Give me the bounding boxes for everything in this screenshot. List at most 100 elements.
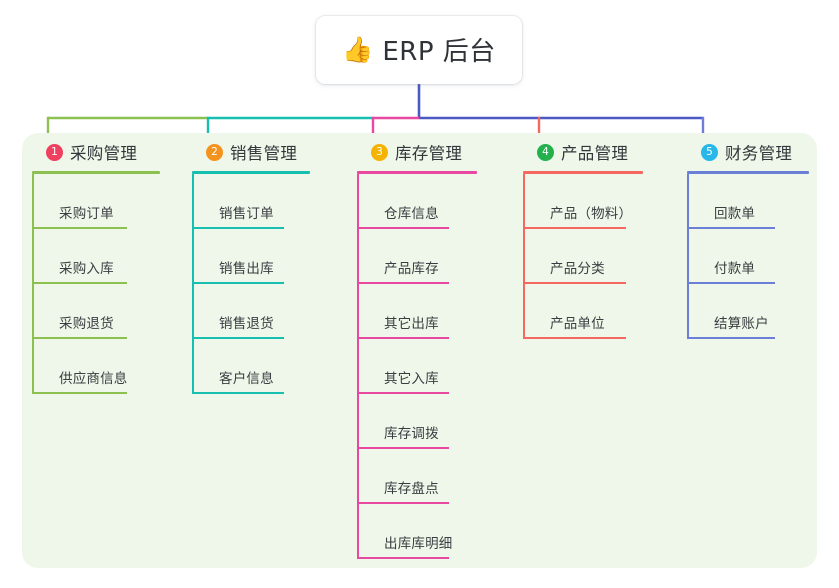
branch-item[interactable]: 回款单 [687,174,835,229]
branch-item[interactable]: 结算账户 [687,284,835,339]
branch-items: 仓库信息产品库存其它出库其它入库库存调拨库存盘点出库库明细 [357,173,515,559]
branch-item-underline [357,556,449,559]
branch-item-underline [687,226,775,229]
branch-underline [192,171,310,174]
branch-item-label: 出库库明细 [384,535,453,552]
branch-item[interactable]: 仓库信息 [357,174,515,229]
branch-item[interactable]: 采购入库 [32,229,180,284]
branch-header-3[interactable]: 3 库存管理 [355,133,515,171]
branch-item-underline [32,391,127,394]
branch-item-label: 库存盘点 [384,480,439,497]
branch-item[interactable]: 销售退货 [192,284,345,339]
branch-items: 销售订单销售出库销售退货客户信息 [192,173,345,394]
branch-item[interactable]: 销售出库 [192,229,345,284]
branch-item-label: 产品库存 [384,260,439,277]
branch-item-underline [523,281,626,284]
branch-item[interactable]: 库存调拨 [357,394,515,449]
branch-item-underline [357,501,449,504]
branch-item-underline [357,446,449,449]
branch-item-underline [357,281,449,284]
branch-item-underline [357,226,449,229]
branch-column-5: 5 财务管理回款单付款单结算账户 [685,133,835,339]
branches-panel [22,133,817,568]
branch-items: 产品（物料） 产品分类产品单位 [523,173,681,339]
branch-item[interactable]: 供应商信息 [32,339,180,394]
branch-item-underline [192,336,284,339]
root-node-card[interactable]: 👍 ERP 后台 [316,16,522,84]
branch-spine [523,173,525,339]
branch-spine [32,173,34,394]
branch-item[interactable]: 其它入库 [357,339,515,394]
branch-title: 产品管理 [561,144,629,163]
branch-item-label: 产品分类 [550,260,605,277]
branch-item[interactable]: 产品（物料） [523,174,681,229]
branch-number-badge: 3 [371,143,388,161]
branch-column-1: 1 采购管理采购订单采购入库采购退货供应商信息 [30,133,180,394]
branch-title: 库存管理 [395,144,463,163]
branch-items: 回款单付款单结算账户 [687,173,835,339]
branch-item-label: 客户信息 [219,370,274,387]
branch-column-2: 2 销售管理销售订单销售出库销售退货客户信息 [190,133,345,394]
branch-number-badge: 1 [46,143,63,161]
branch-item[interactable]: 采购退货 [32,284,180,339]
branch-title: 财务管理 [725,144,793,163]
branch-item[interactable]: 销售订单 [192,174,345,229]
branch-item-label: 付款单 [714,260,756,277]
branch-item[interactable]: 产品库存 [357,229,515,284]
branch-item-underline [32,281,127,284]
branch-underline [523,171,643,174]
branch-item-underline [192,226,284,229]
branch-item-label: 采购退货 [59,315,114,332]
branch-item-label: 回款单 [714,205,756,222]
branch-header-5[interactable]: 5 财务管理 [685,133,835,171]
branch-item[interactable]: 库存盘点 [357,449,515,504]
branch-item-label: 销售订单 [219,205,274,222]
branch-item-label: 销售退货 [219,315,274,332]
branch-item-underline [523,336,626,339]
branch-header-1[interactable]: 1 采购管理 [30,133,180,171]
branch-item[interactable]: 客户信息 [192,339,345,394]
branch-item[interactable]: 付款单 [687,229,835,284]
branch-item-label: 其它入库 [384,370,439,387]
branch-item-underline [523,226,626,229]
branch-item-underline [192,391,284,394]
branch-item-label: 库存调拨 [384,425,439,442]
branch-item-label: 采购入库 [59,260,114,277]
branch-spine [357,173,359,559]
branch-spine [192,173,194,394]
branch-item-underline [357,336,449,339]
branch-item-label: 销售出库 [219,260,274,277]
branch-column-3: 3 库存管理仓库信息产品库存其它出库其它入库库存调拨库存盘点出库库明细 [355,133,515,559]
branch-underline [32,171,160,174]
thumbs-up-icon: 👍 [342,34,374,64]
branch-number-badge: 2 [206,143,223,161]
branch-item-label: 结算账户 [714,315,769,332]
branch-item-underline [357,391,449,394]
branch-title: 销售管理 [230,144,298,163]
branch-item-label: 产品单位 [550,315,605,332]
branch-item-underline [192,281,284,284]
branch-header-2[interactable]: 2 销售管理 [190,133,345,171]
branch-underline [357,171,477,174]
branch-item-underline [32,226,127,229]
branch-item-label: 采购订单 [59,205,114,222]
branch-number-badge: 5 [701,143,718,161]
branch-title: 采购管理 [70,144,138,163]
branch-item-underline [687,336,775,339]
branch-item-label: 仓库信息 [384,205,439,222]
branch-item[interactable]: 产品分类 [523,229,681,284]
branch-item[interactable]: 其它出库 [357,284,515,339]
root-node-content: 👍 ERP 后台 [342,31,496,68]
branch-items: 采购订单采购入库采购退货供应商信息 [32,173,180,394]
branch-item-label: 其它出库 [384,315,439,332]
branch-item[interactable]: 产品单位 [523,284,681,339]
branch-item[interactable]: 采购订单 [32,174,180,229]
branch-item[interactable]: 出库库明细 [357,504,515,559]
branch-spine [687,173,689,339]
branch-item-underline [687,281,775,284]
branch-item-underline [32,336,127,339]
branch-underline [687,171,809,174]
